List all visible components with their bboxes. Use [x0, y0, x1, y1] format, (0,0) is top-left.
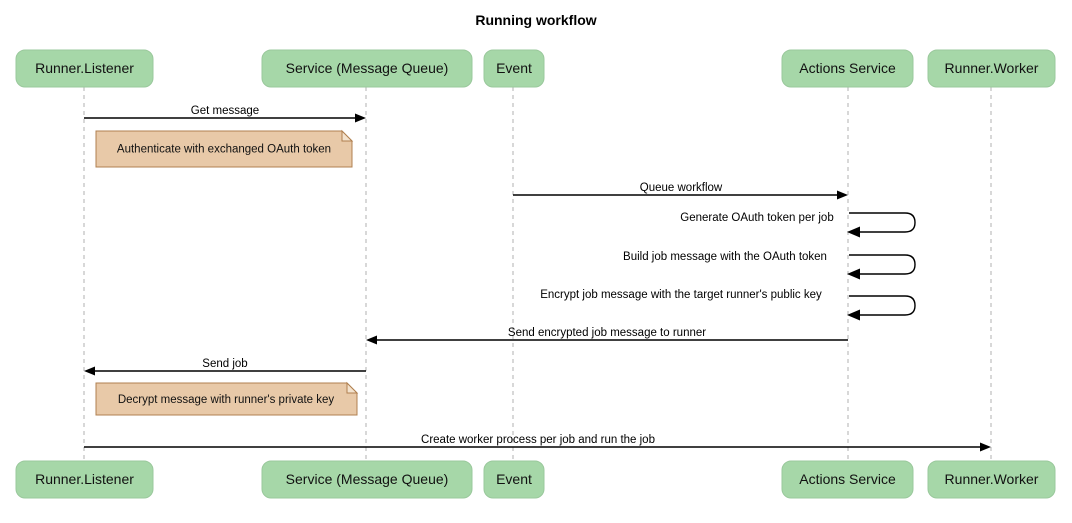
page-title: Running workflow — [475, 12, 596, 28]
arrowhead-left-icon — [847, 226, 860, 238]
self-message-label: Generate OAuth token per job — [680, 212, 833, 224]
note-decrypt: Decrypt message with runner's private ke… — [95, 381, 359, 416]
arrowhead-right-icon — [837, 190, 848, 200]
participant-label: Actions Service — [799, 471, 896, 487]
message-send-job[interactable]: Send job — [84, 358, 366, 376]
participants-footer: Runner.Listener Service (Message Queue) … — [15, 460, 1056, 499]
self-message-label: Encrypt job message with the target runn… — [540, 289, 822, 301]
participant-box[interactable] — [15, 460, 154, 499]
message-queue-workflow[interactable]: Queue workflow — [513, 182, 848, 200]
participant-box[interactable] — [927, 49, 1056, 88]
participant-runner-worker-top[interactable]: Runner.Worker — [927, 49, 1056, 88]
participant-box[interactable] — [781, 460, 914, 499]
note-authenticate: Authenticate with exchanged OAuth token — [95, 129, 354, 168]
participant-box[interactable] — [781, 49, 914, 88]
message-label: Send encrypted job message to runner — [508, 327, 706, 339]
message-label: Send job — [202, 358, 247, 370]
message-label: Get message — [191, 105, 259, 117]
self-message-loop — [849, 212, 916, 233]
participant-label: Event — [496, 471, 532, 487]
note-fold-corner-icon — [346, 381, 359, 394]
self-message-encrypt-job-message[interactable]: Encrypt job message with the target runn… — [540, 289, 916, 321]
self-message-label: Build job message with the OAuth token — [623, 251, 827, 263]
arrowhead-left-icon — [366, 335, 377, 345]
self-message-build-job-message[interactable]: Build job message with the OAuth token — [623, 251, 916, 280]
self-message-generate-oauth-token[interactable]: Generate OAuth token per job — [680, 212, 916, 238]
participant-box[interactable] — [15, 49, 154, 88]
arrowhead-left-icon — [847, 268, 860, 280]
participant-runner-listener-bottom[interactable]: Runner.Listener — [15, 460, 154, 499]
participant-label: Service (Message Queue) — [286, 60, 449, 76]
participant-label: Runner.Worker — [945, 60, 1039, 76]
participant-label: Event — [496, 60, 532, 76]
participant-box[interactable] — [261, 460, 473, 499]
note-label: Authenticate with exchanged OAuth token — [117, 144, 331, 156]
message-label: Create worker process per job and run th… — [421, 434, 655, 446]
participants-header: Runner.Listener Service (Message Queue) … — [15, 49, 1056, 88]
participant-box[interactable] — [927, 460, 1056, 499]
arrowhead-left-icon — [84, 366, 95, 376]
message-get-message[interactable]: Get message — [84, 105, 366, 123]
participant-event-top[interactable]: Event — [483, 49, 545, 88]
participant-box[interactable] — [261, 49, 473, 88]
participant-box[interactable] — [483, 460, 545, 499]
self-message-loop — [849, 295, 916, 316]
participant-runner-listener-top[interactable]: Runner.Listener — [15, 49, 154, 88]
participant-label: Actions Service — [799, 60, 896, 76]
participant-service-message-queue-top[interactable]: Service (Message Queue) — [261, 49, 473, 88]
participant-service-message-queue-bottom[interactable]: Service (Message Queue) — [261, 460, 473, 499]
participant-actions-service-top[interactable]: Actions Service — [781, 49, 914, 88]
participant-runner-worker-bottom[interactable]: Runner.Worker — [927, 460, 1056, 499]
note-fold-corner-icon — [341, 129, 354, 142]
self-message-loop — [849, 254, 916, 275]
participant-label: Service (Message Queue) — [286, 471, 449, 487]
arrowhead-left-icon — [847, 309, 860, 321]
participant-box[interactable] — [483, 49, 545, 88]
message-create-worker-process[interactable]: Create worker process per job and run th… — [84, 434, 991, 452]
note-label: Decrypt message with runner's private ke… — [118, 394, 335, 406]
participant-actions-service-bottom[interactable]: Actions Service — [781, 460, 914, 499]
participant-event-bottom[interactable]: Event — [483, 460, 545, 499]
message-send-encrypted-job-message[interactable]: Send encrypted job message to runner — [366, 327, 848, 345]
note-body — [95, 382, 358, 416]
arrowhead-right-icon — [980, 442, 991, 452]
participant-label: Runner.Listener — [35, 471, 134, 487]
arrowhead-right-icon — [355, 113, 366, 123]
participant-label: Runner.Worker — [945, 471, 1039, 487]
note-body — [95, 130, 353, 168]
participant-label: Runner.Listener — [35, 60, 134, 76]
message-label: Queue workflow — [640, 182, 723, 194]
